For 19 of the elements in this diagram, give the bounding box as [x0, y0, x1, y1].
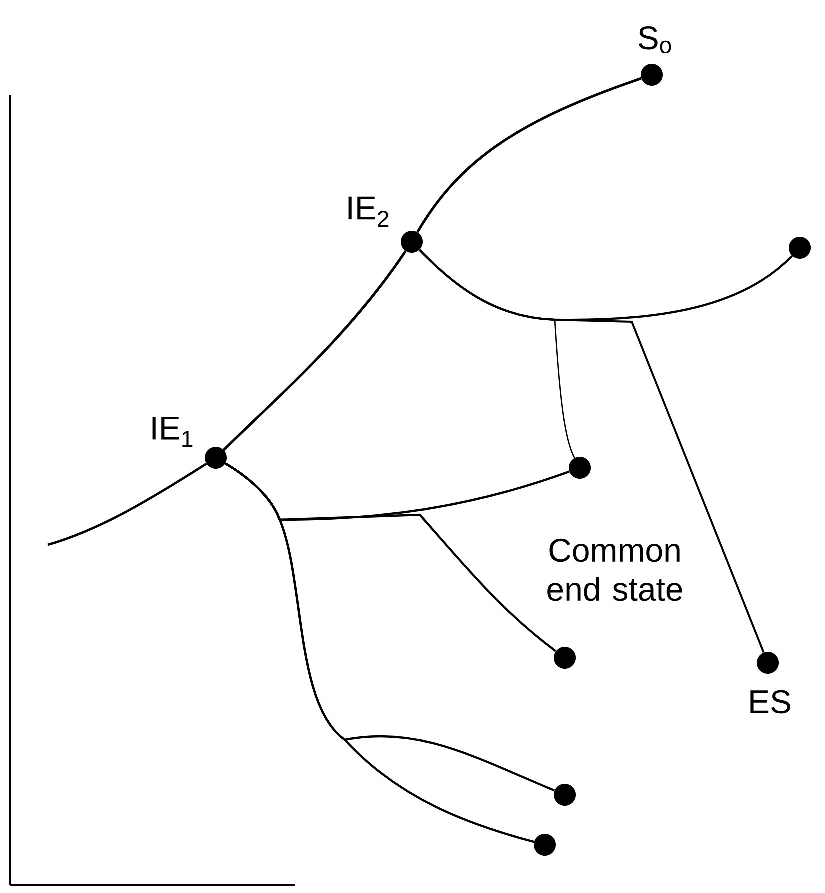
state-label: S$_{o}$: [638, 26, 672, 54]
state-label: ES: [750, 690, 790, 714]
dot: [789, 237, 811, 259]
dot: [205, 447, 227, 469]
dot: [401, 231, 423, 253]
state-label: IE$_{2}$: [348, 196, 389, 228]
branch-line: [419, 249, 765, 653]
dot: [554, 784, 576, 806]
dot: [569, 457, 591, 479]
branch-line: [48, 463, 208, 546]
state-label: Common end state: [548, 538, 682, 602]
branch-line: [225, 462, 534, 844]
dot: [554, 647, 576, 669]
branch-line: [223, 250, 407, 452]
branch-line: [416, 77, 642, 234]
dot: [534, 834, 556, 856]
dot: [757, 652, 779, 674]
dot: [641, 64, 663, 86]
state-label: IE$_{1}$: [152, 416, 193, 448]
